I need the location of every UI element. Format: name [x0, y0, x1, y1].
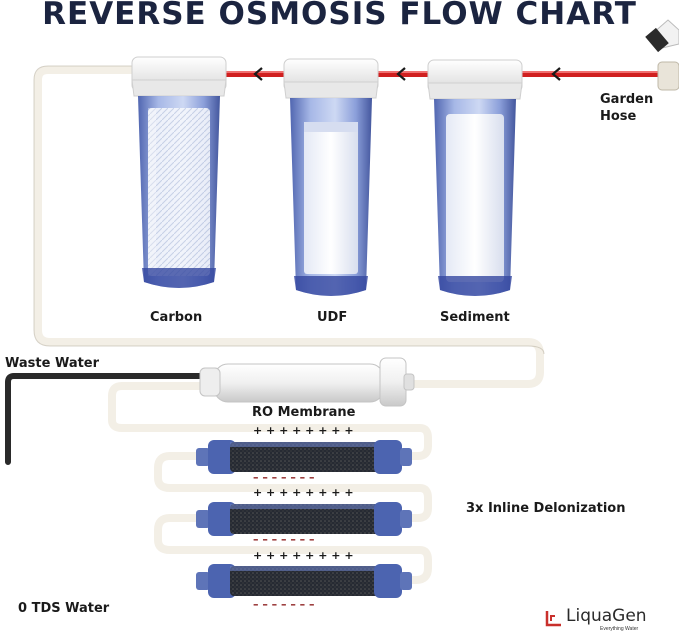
page-title: REVERSE OSMOSIS FLOW CHART: [42, 0, 637, 32]
garden-hose-connector: [645, 19, 679, 91]
negative-charge-2: – – – – – – –: [253, 533, 315, 546]
negative-charge-1: – – – – – – –: [253, 471, 315, 484]
positive-charge-2: + + + + + + + +: [253, 486, 354, 499]
waste-line: [5, 373, 217, 465]
positive-charge-3: + + + + + + + +: [253, 549, 354, 562]
chevron-left-icon: [253, 67, 561, 81]
garden-hose-label: Garden Hose: [600, 91, 653, 125]
logo-name: LiquaGen: [566, 606, 647, 626]
di-cartridge-3: [196, 564, 412, 598]
output-label: 0 TDS Water: [18, 601, 110, 616]
waste-water-label: Waste Water: [5, 356, 100, 371]
ro-membrane: [199, 357, 415, 407]
udf-label: UDF: [317, 310, 348, 325]
sediment-filter-housing: [427, 59, 523, 296]
carbon-label: Carbon: [150, 310, 203, 325]
garden-hose-label-line1: Garden: [600, 92, 654, 107]
sediment-label: Sediment: [440, 310, 510, 325]
di-cartridge-1: [196, 440, 412, 474]
garden-hose-label-line2: Hose: [600, 109, 637, 124]
positive-charge-1: + + + + + + + +: [253, 424, 354, 437]
tubing: [34, 66, 544, 584]
ro-membrane-label: RO Membrane: [252, 405, 356, 420]
udf-filter-housing: [283, 58, 379, 296]
deionization-label: 3x Inline Delonization: [466, 501, 626, 516]
tubing-outline: [33, 65, 545, 355]
carbon-filter-housing: [131, 56, 227, 288]
liquagen-logo-icon: [545, 611, 561, 627]
negative-charge-3: – – – – – – –: [253, 598, 315, 611]
logo-tagline: Everything Water: [600, 626, 639, 632]
di-cartridge-2: [196, 502, 412, 536]
